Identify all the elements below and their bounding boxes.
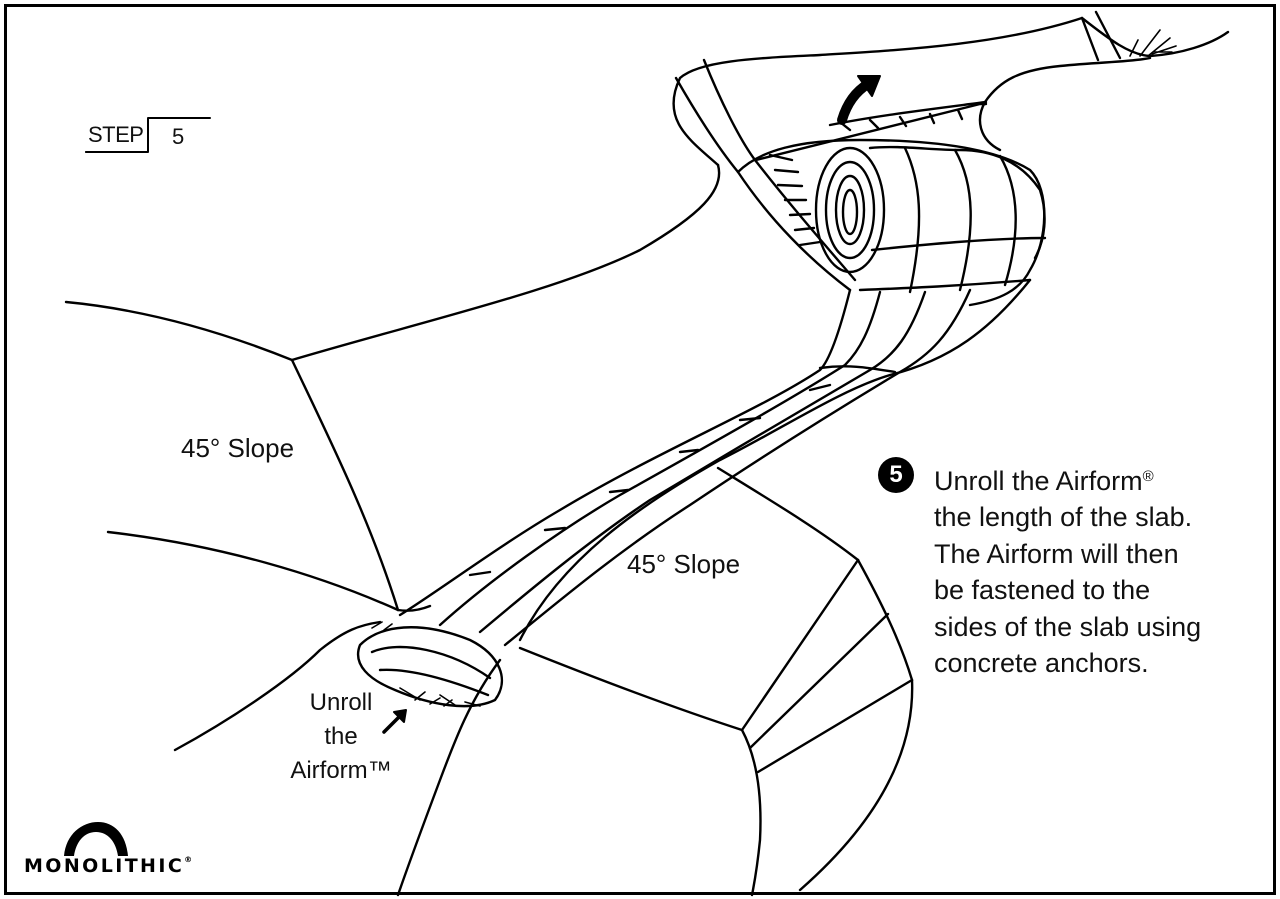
monolithic-dome-logo-icon bbox=[64, 822, 128, 856]
airform-end-fold bbox=[357, 626, 504, 708]
registered-mark: ® bbox=[1142, 468, 1154, 485]
unroll-callout-line: the bbox=[324, 723, 358, 750]
logo-text: MONOLITHIC bbox=[24, 855, 185, 877]
logo-registered-mark: ® bbox=[184, 855, 193, 864]
terrain-lines bbox=[64, 10, 1230, 897]
unrolled-strip bbox=[398, 278, 1032, 647]
instruction-text: Unroll the Airform® the length of the sl… bbox=[934, 459, 1264, 681]
curved-arrow-icon bbox=[837, 75, 881, 125]
instruction-line: sides of the slab using bbox=[934, 611, 1202, 642]
slope-label-left: 45° Slope bbox=[181, 433, 295, 463]
page-border bbox=[4, 4, 1276, 895]
grass-tufts bbox=[371, 29, 1177, 707]
step-label: STEP bbox=[88, 122, 144, 147]
instruction-line: concrete anchors. bbox=[934, 648, 1149, 679]
monolithic-logo: MONOLITHIC® bbox=[24, 855, 192, 877]
instruction-line: the length of the slab. bbox=[934, 502, 1193, 533]
unroll-callout: Unroll the Airform™ bbox=[286, 686, 396, 788]
small-arrow-icon bbox=[382, 709, 407, 734]
step-bracket bbox=[85, 117, 211, 153]
instruction-line: be fastened to the bbox=[934, 575, 1151, 606]
instruction-line: The Airform will then bbox=[934, 538, 1179, 569]
step-number: 5 bbox=[172, 124, 185, 149]
slope-label-right: 45° Slope bbox=[627, 549, 741, 579]
instruction-line: Unroll the Airform® bbox=[934, 459, 1264, 499]
instruction-line-text: Unroll the Airform bbox=[934, 466, 1143, 496]
unroll-callout-line: Unroll bbox=[309, 689, 373, 716]
rolled-airform bbox=[736, 100, 1047, 307]
step-number-badge-icon: 5 bbox=[878, 457, 914, 493]
unroll-callout-line: Airform™ bbox=[290, 757, 392, 784]
